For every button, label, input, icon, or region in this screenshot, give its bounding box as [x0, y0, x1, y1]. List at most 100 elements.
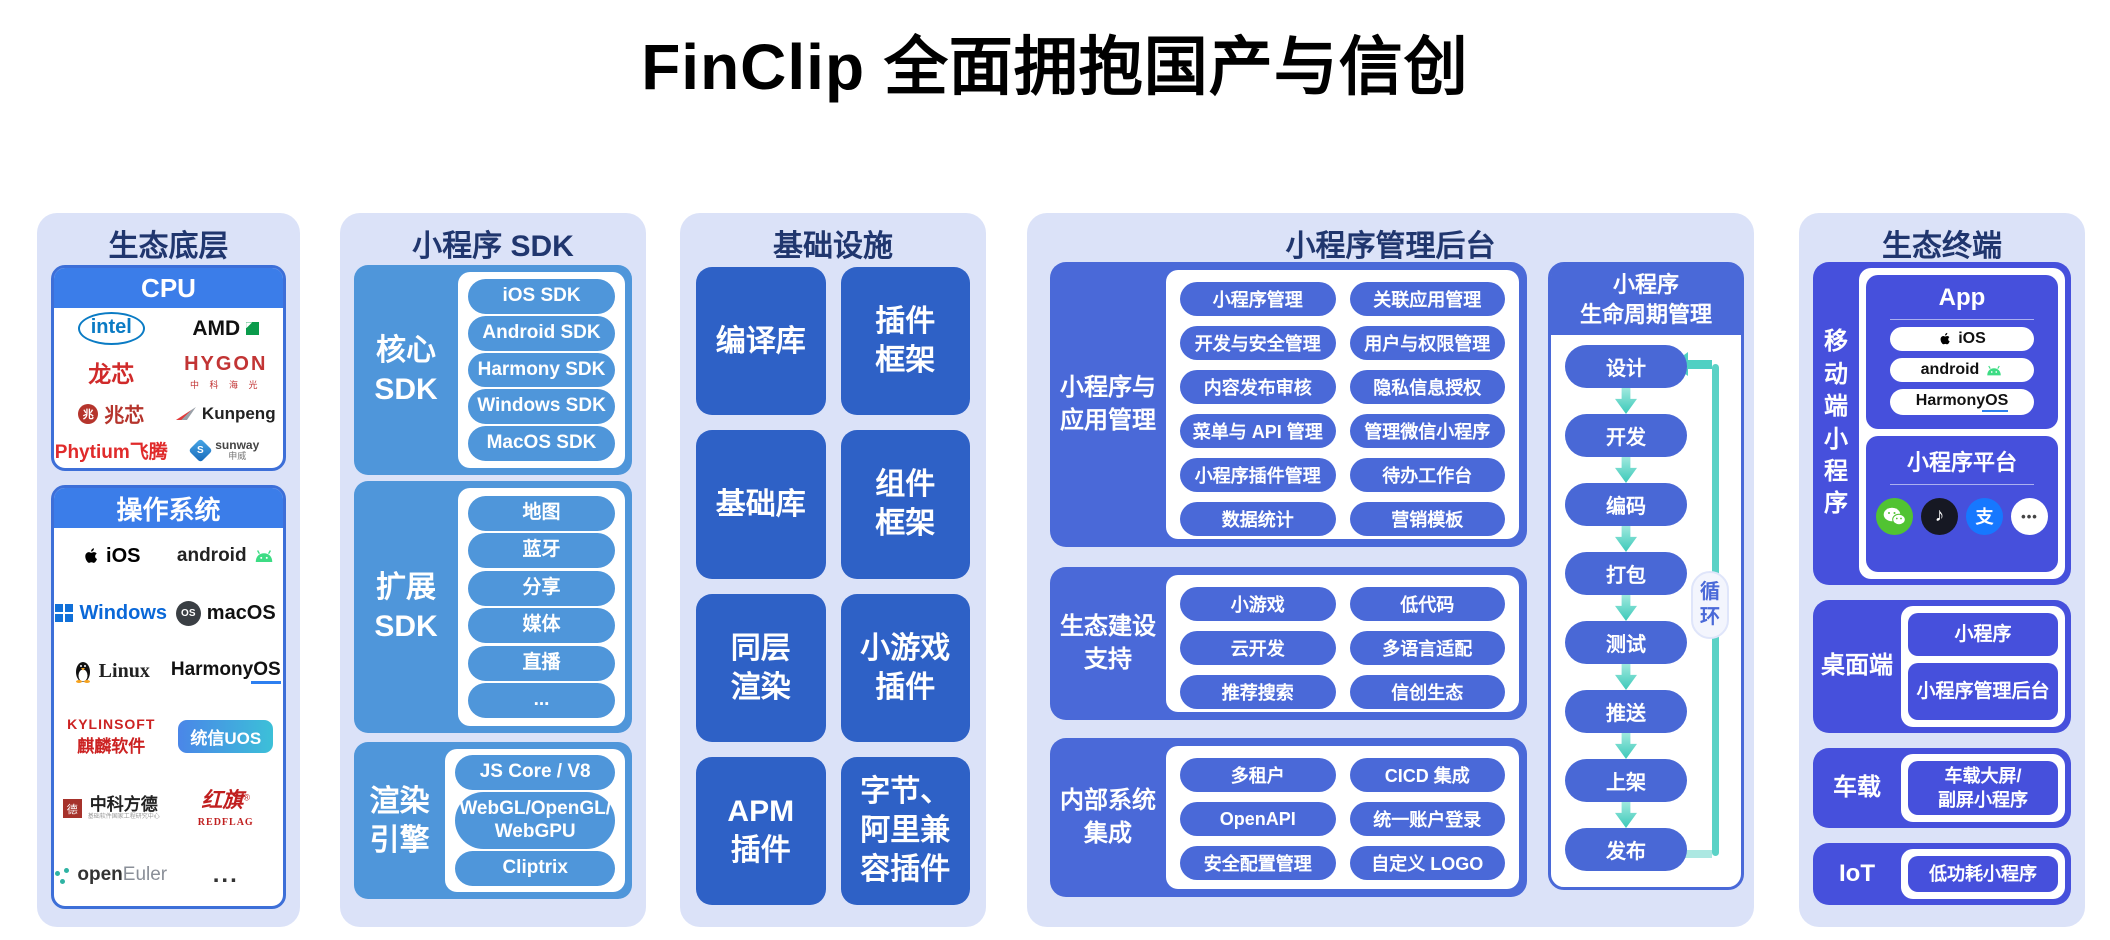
fangde-badge-icon: 德 [62, 799, 82, 819]
app-card: App iOS android HarmonyOS [1866, 275, 2058, 429]
harmonyos-pill: HarmonyOS [1889, 389, 2035, 415]
panel-admin: 小程序管理后台 小程序与 应用管理 小程序管理 关联应用管理 开发与安全管理 用… [1027, 213, 1754, 927]
admin-pill: 开发与安全管理 [1180, 326, 1336, 360]
cpu-card-header: CPU [54, 268, 283, 308]
admin-pill: 营销模板 [1349, 502, 1505, 536]
sdk-pill: 媒体 [468, 608, 615, 644]
lifecycle-step: 发布 [1565, 828, 1687, 871]
lifecycle-header: 小程序 生命周期管理 [1551, 265, 1741, 335]
render-engine-block: 渲染 引擎 JS Core / V8 WebGL/OpenGL/ WebGPU … [354, 742, 632, 899]
sdk-header: 小程序 SDK [412, 230, 574, 263]
admin-pill: 自定义 LOGO [1349, 846, 1505, 880]
internal-integration-group: 内部系统 集成 多租户 CICD 集成 OpenAPI 统一账户登录 安全配置管… [1050, 738, 1527, 897]
sdk-pill: Android SDK [468, 315, 615, 351]
down-arrow-icon [1615, 388, 1637, 414]
wechat-icon [1876, 497, 1913, 535]
iot-item: 低功耗小程序 [1908, 856, 2058, 892]
lifecycle-step: 测试 [1565, 621, 1687, 664]
down-arrow-icon [1615, 664, 1637, 690]
infra-header: 基础设施 [773, 230, 893, 263]
lifecycle-step: 设计 [1565, 345, 1687, 388]
panel-terminal: 生态终端 移动端 小程序 App iOS android HarmonyOS [1799, 213, 2085, 927]
sdk-pill: WebGL/OpenGL/ WebGPU [455, 791, 615, 850]
platform-card: 小程序平台 ♪ 支 ••• [1866, 435, 2058, 572]
eco-base-header: 生态底层 [108, 230, 229, 263]
admin-header: 小程序管理后台 [1285, 230, 1496, 263]
infra-cell: 字节、 阿里兼 容插件 [840, 756, 970, 905]
lifecycle-step: 推送 [1565, 690, 1687, 733]
amd-mark-icon [246, 322, 260, 336]
ext-sdk-label: 扩展 SDK [374, 571, 438, 643]
kunpeng-logo: Kunpeng [175, 404, 276, 424]
iot-block: IoT 低功耗小程序 [1813, 843, 2071, 905]
sdk-pill: iOS SDK [468, 279, 615, 314]
loop-label: 循 环 [1691, 571, 1729, 639]
infra-cell: 小游戏 插件 [840, 593, 970, 742]
terminal-header: 生态终端 [1882, 230, 2002, 263]
down-arrow-icon [1615, 526, 1637, 552]
core-sdk-block: 核心 SDK iOS SDK Android SDK Harmony SDK W… [354, 265, 632, 475]
down-arrow-icon [1615, 595, 1637, 621]
macos-badge-icon: OS [175, 600, 201, 626]
eco-support-group: 生态建设 支持 小游戏 低代码 云开发 多语言适配 推荐搜索 信创生态 [1050, 567, 1527, 720]
divider [1889, 319, 2035, 320]
admin-pill: 菜单与 API 管理 [1180, 414, 1336, 448]
divider [1889, 483, 2035, 485]
sdk-pill: 直播 [468, 645, 615, 681]
amd-logo: AMD [192, 317, 260, 341]
mobile-block: 移动端 小程序 App iOS android HarmonyOS 小程序平台 [1813, 262, 2071, 585]
penguin-icon [75, 662, 90, 684]
android-logo: android [177, 545, 275, 567]
down-arrow-icon [1615, 733, 1637, 759]
core-sdk-label: 核心 SDK [374, 334, 438, 406]
linux-logo: Linux [73, 659, 150, 684]
admin-pill: 数据统计 [1180, 502, 1336, 536]
admin-pill: 小程序插件管理 [1180, 458, 1336, 492]
douyin-icon: ♪ [1921, 497, 1958, 535]
ext-sdk-block: 扩展 SDK 地图 蓝牙 分享 媒体 直播 ... [354, 481, 632, 733]
phytium-logo: Phytium飞腾 [54, 441, 168, 463]
sdk-pill: 分享 [468, 570, 615, 606]
sdk-pill: 蓝牙 [468, 533, 615, 569]
infra-cell: APM 插件 [696, 756, 826, 905]
sdk-pill: Harmony SDK [468, 352, 615, 388]
desktop-label: 桌面端 [1821, 652, 1893, 680]
admin-pill: 云开发 [1180, 631, 1336, 665]
app-management-group: 小程序与 应用管理 小程序管理 关联应用管理 开发与安全管理 用户与权限管理 内… [1050, 262, 1527, 547]
ios-pill: iOS [1889, 327, 2035, 351]
desktop-item: 小程序管理后台 [1908, 663, 2058, 720]
desktop-block: 桌面端 小程序 小程序管理后台 [1813, 600, 2071, 733]
admin-pill: CICD 集成 [1349, 758, 1505, 792]
apple-icon [1940, 332, 1950, 345]
iot-label: IoT [1839, 859, 1875, 887]
uos-logo: 统信UOS [178, 719, 274, 753]
lifecycle-step: 打包 [1565, 552, 1687, 595]
mobile-label: 移动端 小程序 [1824, 328, 1848, 518]
fangde-logo: 德 中科方德基础软件国家工程研究中心 [62, 796, 160, 820]
render-engine-label: 渲染 引擎 [369, 784, 430, 857]
sdk-pill: JS Core / V8 [455, 755, 615, 791]
infra-cell: 同层 渲染 [696, 593, 826, 742]
internal-integration-label: 内部系统 集成 [1060, 787, 1156, 847]
android-robot-icon [255, 550, 272, 563]
down-arrow-icon [1615, 802, 1637, 828]
desktop-item: 小程序 [1908, 613, 2058, 657]
panel-infra: 基础设施 编译库 插件 框架 基础库 组件 框架 同层 渲染 小游戏 插件 AP… [680, 213, 986, 927]
admin-pill: 内容发布审核 [1180, 370, 1336, 404]
lifecycle-card: 小程序 生命周期管理 循 环 设计 开发 编码 打包 测试 推送 上架 发布 [1548, 262, 1744, 890]
admin-pill: 待办工作台 [1349, 458, 1505, 492]
android-robot-icon [1987, 365, 2002, 375]
loop-elbow [1674, 850, 1712, 858]
admin-pill: 信创生态 [1349, 675, 1505, 709]
zhaoxin-badge-icon: 兆 [78, 403, 99, 424]
admin-pill: 多租户 [1180, 758, 1336, 792]
car-block: 车载 车载大屏/ 副屏小程序 [1813, 748, 2071, 828]
sdk-pill: MacOS SDK [468, 426, 615, 461]
eco-support-label: 生态建设 支持 [1060, 613, 1156, 673]
infra-cell: 编译库 [696, 267, 826, 416]
more-platforms-icon: ••• [2011, 497, 2048, 535]
